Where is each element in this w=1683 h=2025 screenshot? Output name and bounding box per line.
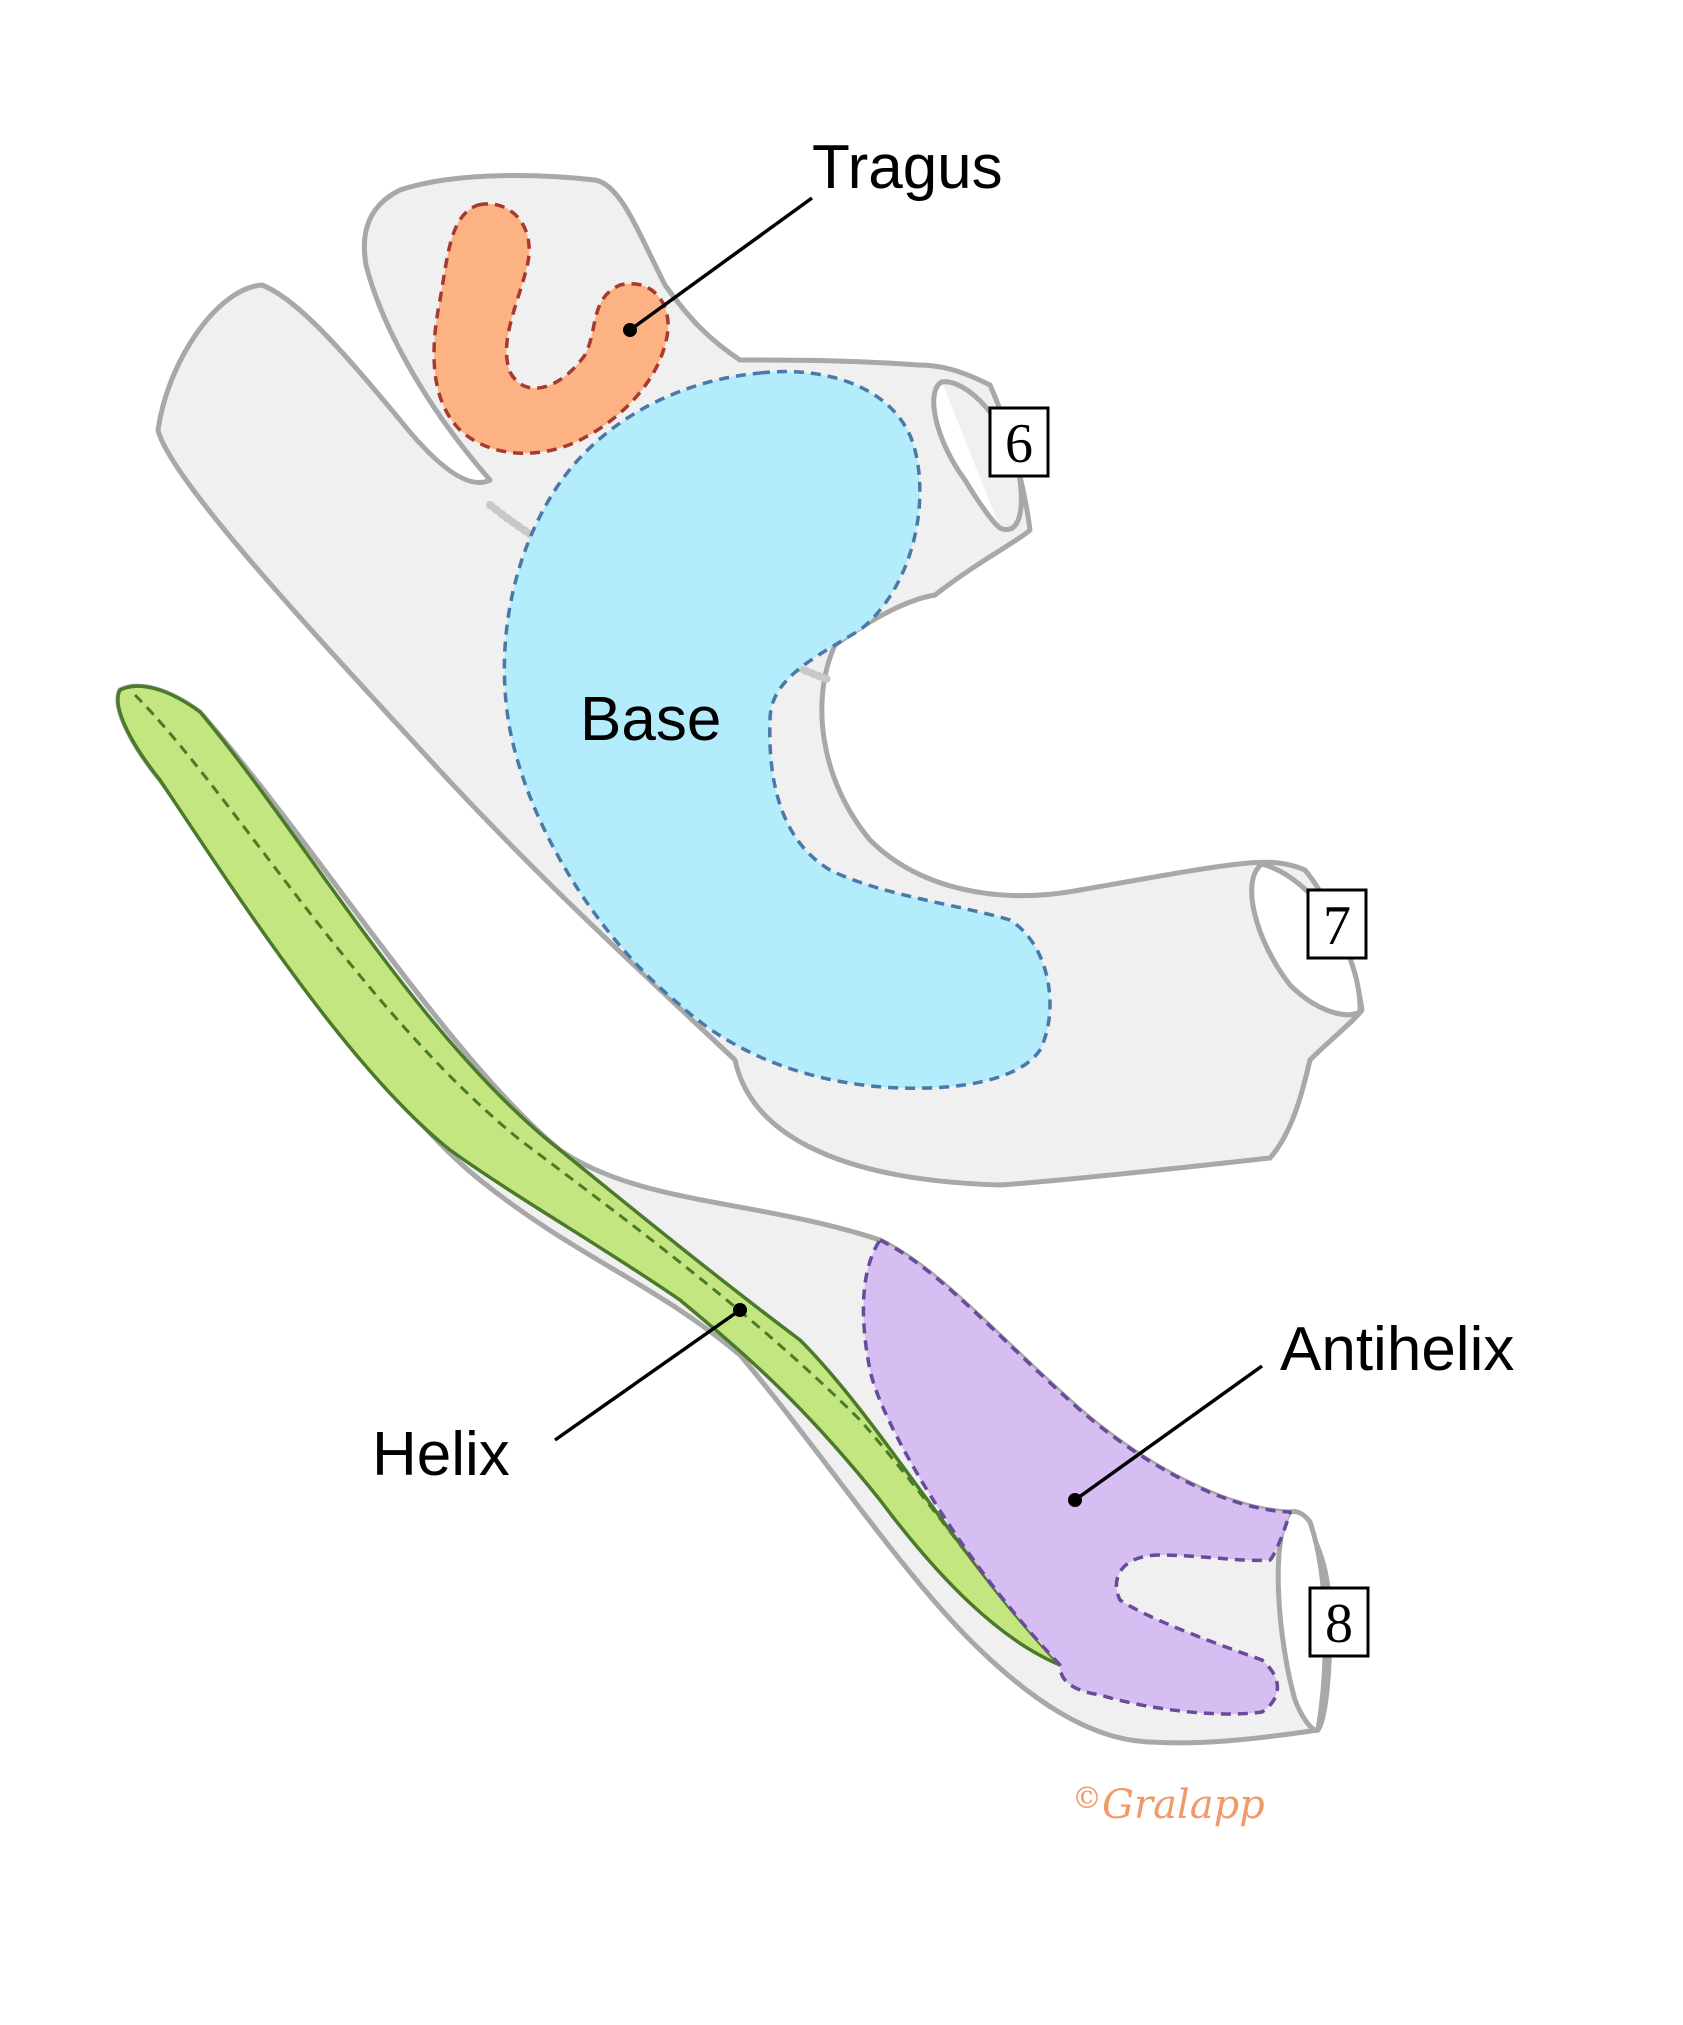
antihelix-dot — [1068, 1493, 1082, 1507]
helix-leader — [553, 1308, 742, 1442]
helix-label: Helix — [372, 1420, 510, 1489]
number-boxes: 6 7 8 — [988, 406, 1370, 1658]
helix-shape — [116, 684, 1062, 1667]
credit: ©Gralapp — [1072, 1781, 1265, 1828]
box-7: 7 — [1306, 888, 1368, 960]
tragus-shape — [432, 202, 670, 456]
opening-6-inner — [931, 379, 1003, 531]
antihelix-shape — [861, 1238, 1292, 1716]
box-6-number: 6 — [1005, 413, 1033, 475]
antihelix-leader — [1073, 1364, 1264, 1502]
credit-symbol: © — [1072, 1781, 1102, 1816]
antihelix-region — [861, 1238, 1292, 1716]
box-7-number: 7 — [1323, 895, 1351, 957]
box-8-number: 8 — [1325, 1593, 1353, 1655]
tragus-dot — [623, 323, 637, 337]
labels: Tragus Base Helix Antihelix — [372, 133, 1514, 1489]
tragus-region — [432, 202, 670, 456]
box-8: 8 — [1308, 1586, 1370, 1658]
box-6: 6 — [988, 406, 1050, 478]
credit-text: ©Gralapp — [1072, 1781, 1265, 1828]
helix-region — [116, 684, 1062, 1667]
base-label: Base — [580, 685, 721, 754]
helix-inner-dash — [133, 693, 1057, 1662]
leader-lines — [553, 196, 1264, 1507]
tragus-leader — [628, 196, 814, 332]
tragus-label: Tragus — [812, 133, 1003, 202]
opening-8-inner — [1275, 1509, 1328, 1733]
helix-dot — [733, 1303, 747, 1317]
antihelix-label: Antihelix — [1280, 1315, 1514, 1384]
credit-name: Gralapp — [1102, 1782, 1265, 1828]
base-shape — [502, 369, 1052, 1090]
base-region — [502, 369, 1052, 1090]
